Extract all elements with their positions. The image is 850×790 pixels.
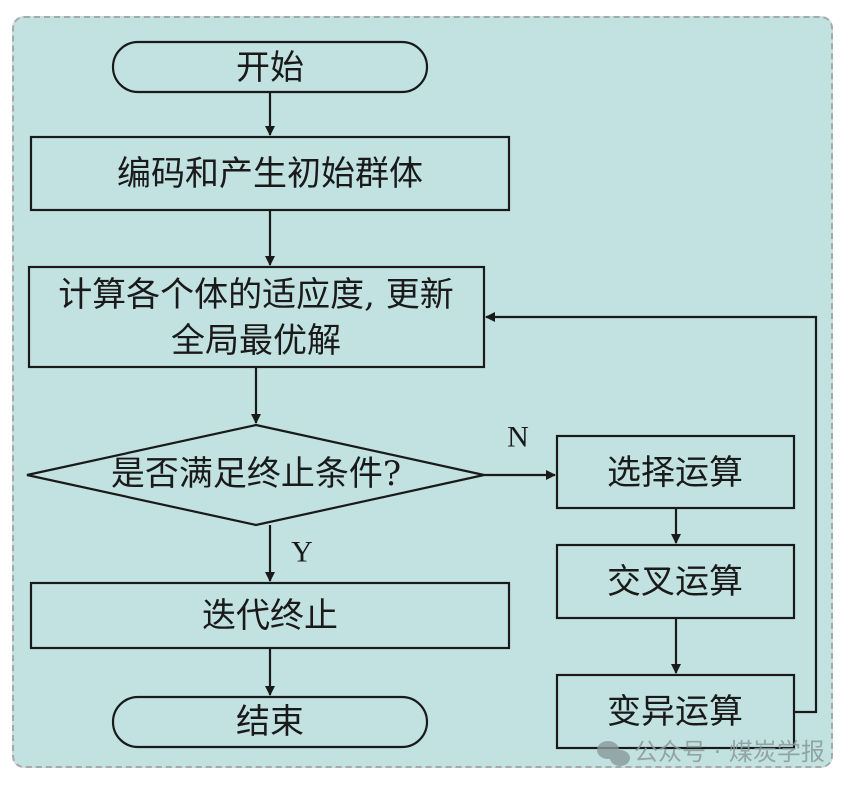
crossover-label: 交叉运算 [607, 562, 743, 602]
init-label: 编码和产生初始群体 [117, 154, 423, 194]
evaluate-node: 计算各个体的适应度, 更新 全局最优解 [27, 265, 486, 369]
watermark-text: 公众号 · 煤炭学报 [634, 738, 825, 766]
watermark: 公众号 · 煤炭学报 [597, 738, 825, 766]
crossover-node: 交叉运算 [555, 543, 796, 620]
edge-mutation-to-evaluate [485, 312, 818, 714]
terminate-node: 迭代终止 [29, 581, 511, 650]
decision-label: 是否满足终止条件? [111, 454, 401, 494]
branch-label-no: N [507, 421, 529, 454]
decision-node: 是否满足终止条件? [26, 423, 485, 527]
evaluate-label-line2: 全局最优解 [171, 321, 341, 361]
end-shape [111, 695, 429, 749]
selection-node: 选择运算 [555, 434, 796, 510]
end-label: 结束 [236, 702, 304, 742]
init-node: 编码和产生初始群体 [29, 135, 511, 212]
selection-label: 选择运算 [607, 453, 743, 493]
branch-label-yes: Y [291, 536, 313, 569]
start-label: 开始 [236, 48, 304, 88]
mutation-node: 变异运算 [555, 673, 796, 750]
wechat-icon [597, 741, 630, 766]
decision-shape [26, 423, 485, 527]
start-node: 开始 [111, 40, 429, 94]
diagram-frame [12, 16, 833, 768]
terminate-label: 迭代终止 [202, 596, 338, 636]
end-node: 结束 [111, 695, 429, 749]
mutation-label: 变异运算 [607, 692, 743, 732]
evaluate-label-line1: 计算各个体的适应度, 更新 [58, 275, 454, 315]
